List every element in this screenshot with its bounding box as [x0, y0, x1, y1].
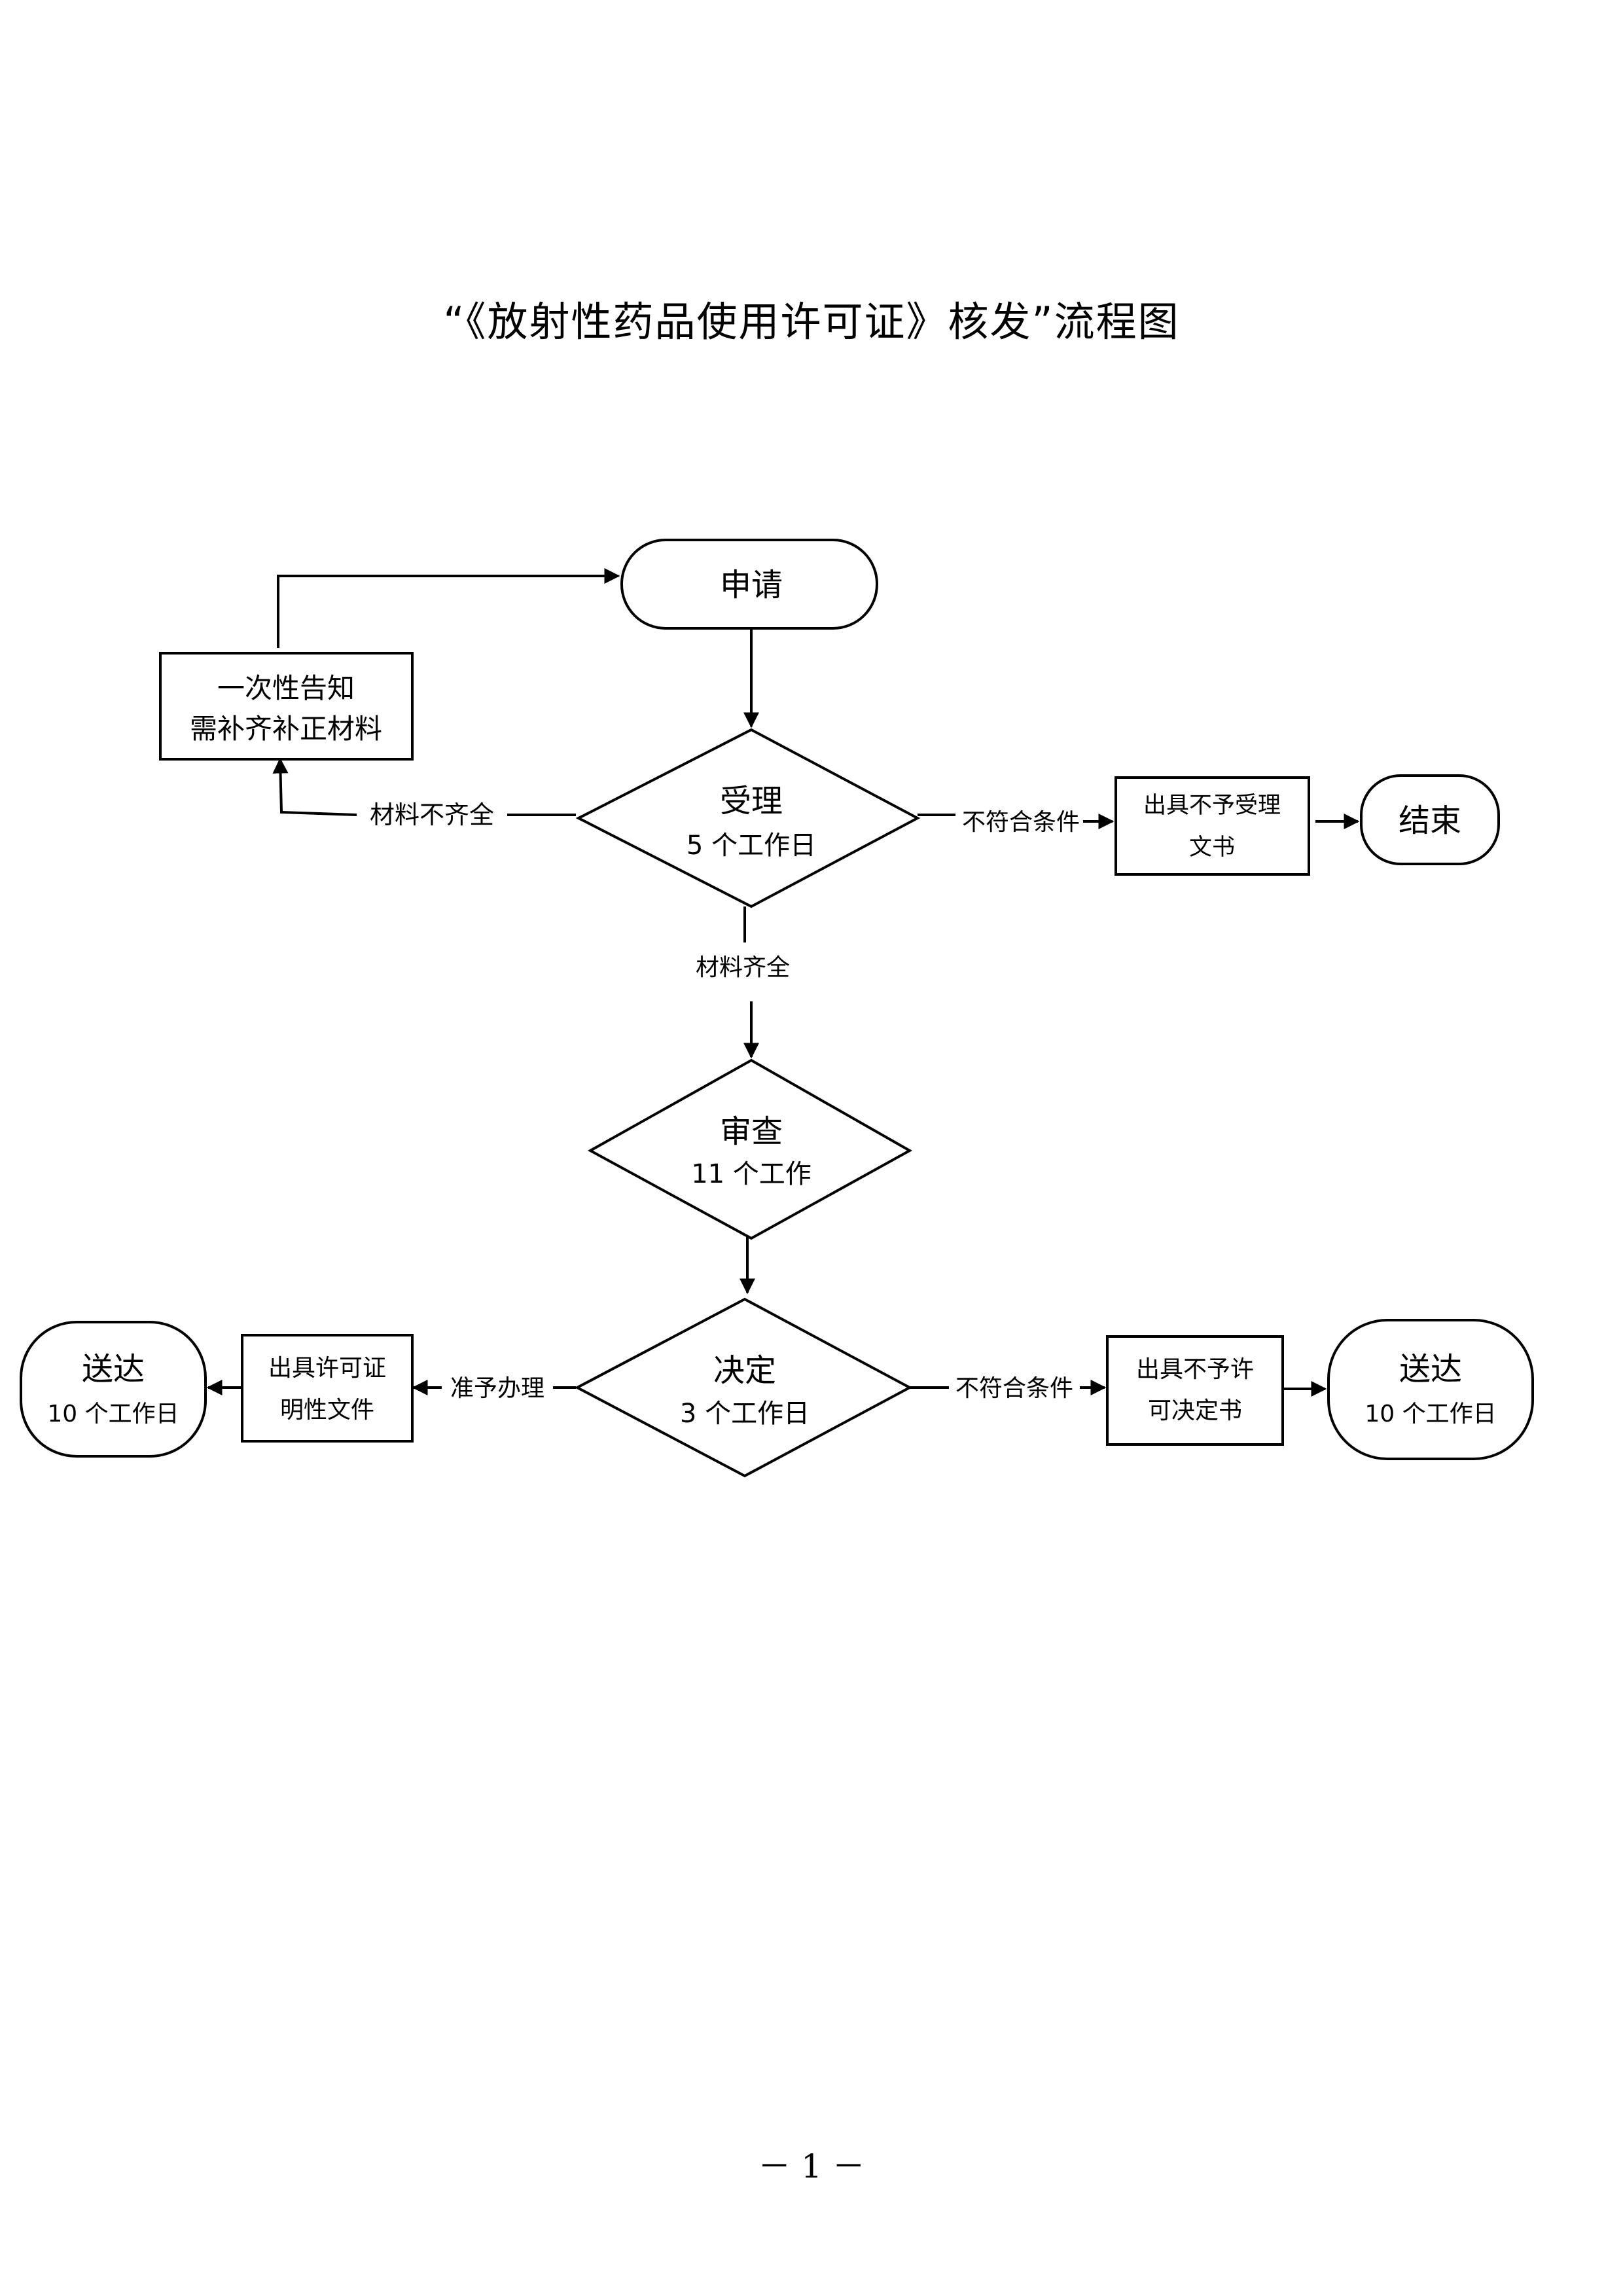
- node-reject-doc-line2: 文书: [1189, 834, 1235, 861]
- edge-incomplete-to-notify: [272, 757, 357, 816]
- node-accept-line2: 5 个工作日: [687, 831, 816, 861]
- node-deliver-left-line2: 10 个工作日: [47, 1401, 179, 1427]
- node-notify-line2: 需补齐补正材料: [190, 713, 382, 745]
- node-accept-line1: 受理: [720, 783, 783, 819]
- node-apply-label: 申请: [720, 567, 783, 603]
- page-title: “《放射性药品使用许可证》核发”流程图: [443, 298, 1180, 346]
- node-reject-doc-line1: 出具不予受理: [1143, 793, 1281, 819]
- node-deliver-right-line1: 送达: [1399, 1351, 1462, 1388]
- node-end-label: 结束: [1399, 802, 1461, 839]
- edge-label-approve: 准予办理: [450, 1375, 544, 1402]
- node-review-line1: 审查: [720, 1113, 783, 1150]
- node-deny-doc-line1: 出具不予许: [1136, 1356, 1254, 1383]
- node-deliver-right-shape: [1327, 1319, 1534, 1460]
- node-deliver-right-line2: 10 个工作日: [1364, 1401, 1496, 1427]
- node-permit-doc-shape: [241, 1334, 414, 1443]
- connectors: [206, 568, 1360, 1397]
- edge-label-incomplete: 材料不齐全: [370, 800, 494, 829]
- node-decide-line2: 3 个工作日: [680, 1399, 810, 1429]
- node-reject-doc-shape: [1115, 776, 1310, 876]
- edge-notify-to-apply: [277, 568, 620, 648]
- node-review-shape: [587, 1058, 913, 1240]
- edge-label-unqualified-decide: 不符合条件: [955, 1375, 1073, 1402]
- node-accept-shape: [575, 728, 921, 908]
- page-number: － 1 －: [758, 2147, 865, 2185]
- node-permit-doc-line2: 明性文件: [280, 1397, 374, 1424]
- node-notify-shape: [159, 652, 414, 761]
- node-deny-doc-shape: [1106, 1335, 1284, 1446]
- node-permit-doc-line1: 出具许可证: [268, 1355, 386, 1382]
- edge-label-unqualified-accept: 不符合条件: [962, 809, 1080, 836]
- node-end-shape: [1360, 774, 1500, 865]
- node-notify-line1: 一次性告知: [217, 672, 355, 704]
- node-review-line2: 11 个工作: [691, 1159, 812, 1189]
- node-deliver-left-line1: 送达: [82, 1351, 145, 1388]
- node-deliver-left-shape: [20, 1321, 207, 1458]
- node-decide-line1: 决定: [713, 1352, 776, 1389]
- node-apply-shape: [620, 539, 878, 630]
- node-decide-shape: [574, 1297, 913, 1478]
- node-deny-doc-line2: 可决定书: [1148, 1397, 1242, 1424]
- edge-label-complete: 材料齐全: [696, 954, 790, 981]
